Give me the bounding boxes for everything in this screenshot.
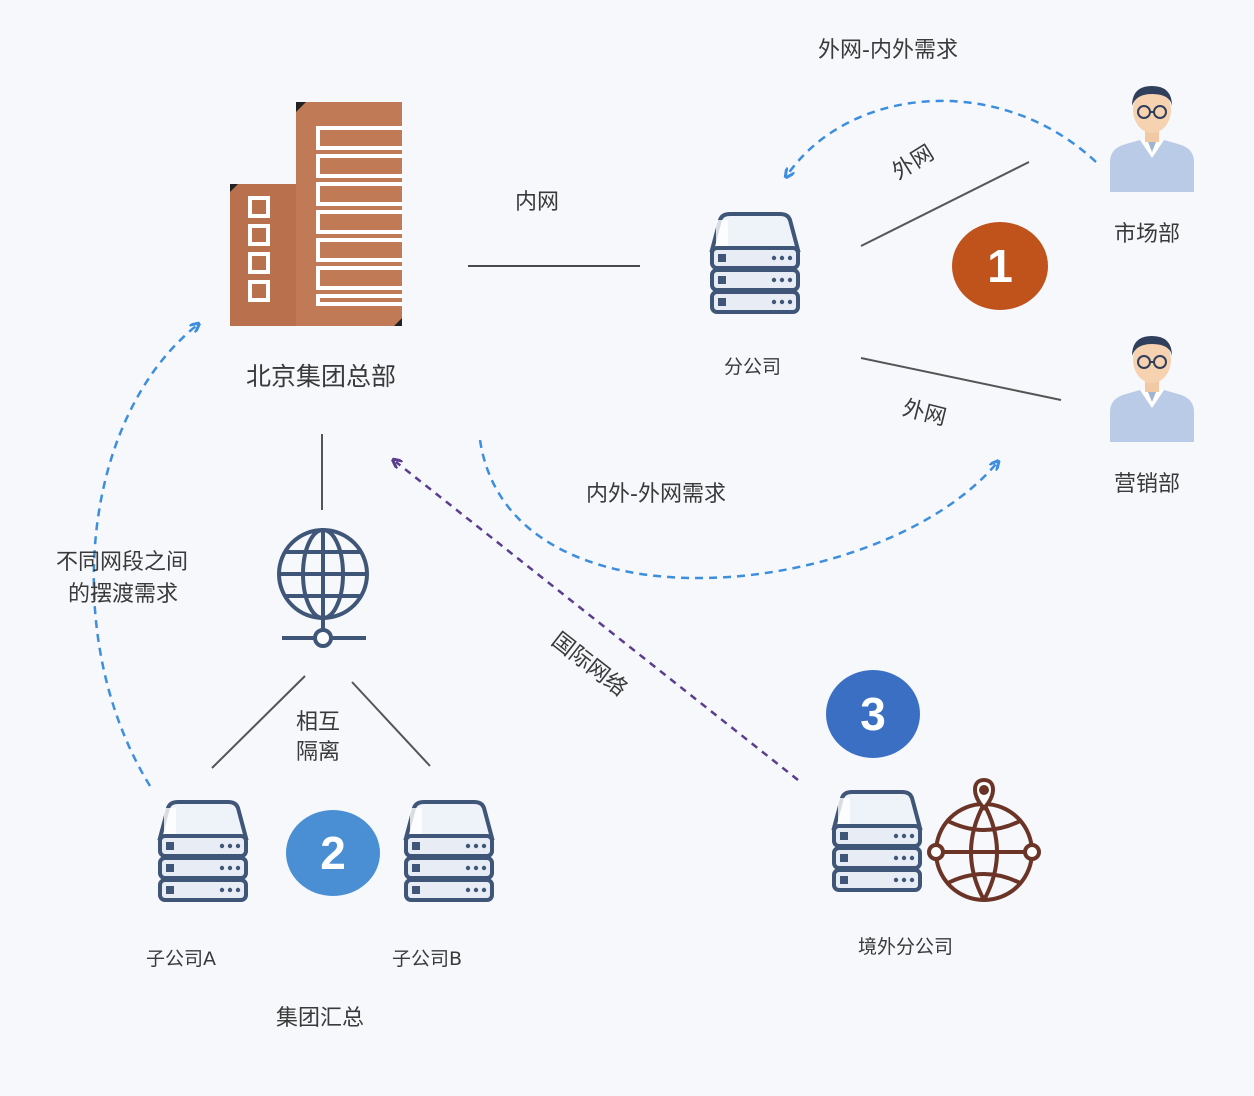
sub-b-label: 子公司B [392,948,463,970]
extranet-link-lower [860,357,1062,401]
market-person-icon [1109,85,1195,193]
sub-a-server-icon [158,800,248,902]
market-dept-label: 市场部 [1114,222,1181,247]
ext-to-int-label: 外网-内外需求 [818,38,958,63]
hq-building-icon [230,102,402,326]
overseas-server-icon [832,790,922,892]
badge-three: 3 [826,670,920,758]
extranet-link-upper [860,161,1030,247]
hq-label: 北京集团总部 [246,362,397,391]
ferry-label-line1: 不同网段之间 [56,550,189,575]
branch-label: 分公司 [724,356,782,378]
ferry-label-line2: 的摆渡需求 [68,582,179,607]
sales-dept-label: 营销部 [1114,472,1181,497]
intl-network-arrow [396,462,799,781]
isolation-label-line2: 隔离 [296,740,341,765]
ferry-arrow [92,326,196,787]
branch-server-icon [710,212,800,314]
globe-network-icon [277,528,369,648]
badge-one: 1 [952,222,1048,310]
int-to-ext-label: 内外-外网需求 [586,482,726,507]
overseas-globe-pin-icon [927,777,1041,902]
intranet-label: 内网 [515,190,560,215]
isolation-label-line1: 相互 [296,710,341,735]
ext-to-int-arrow [788,99,1097,174]
group-summary-label: 集团汇总 [276,1006,365,1031]
globe-to-sub-a-link [211,675,306,769]
badge-two: 2 [286,810,380,896]
sales-person-icon [1109,335,1195,443]
sub-a-label: 子公司A [146,948,216,970]
globe-to-sub-b-link [351,681,431,767]
sub-b-server-icon [404,800,494,902]
overseas-branch-label: 境外分公司 [858,936,954,958]
int-to-ext-arrow [478,439,996,580]
